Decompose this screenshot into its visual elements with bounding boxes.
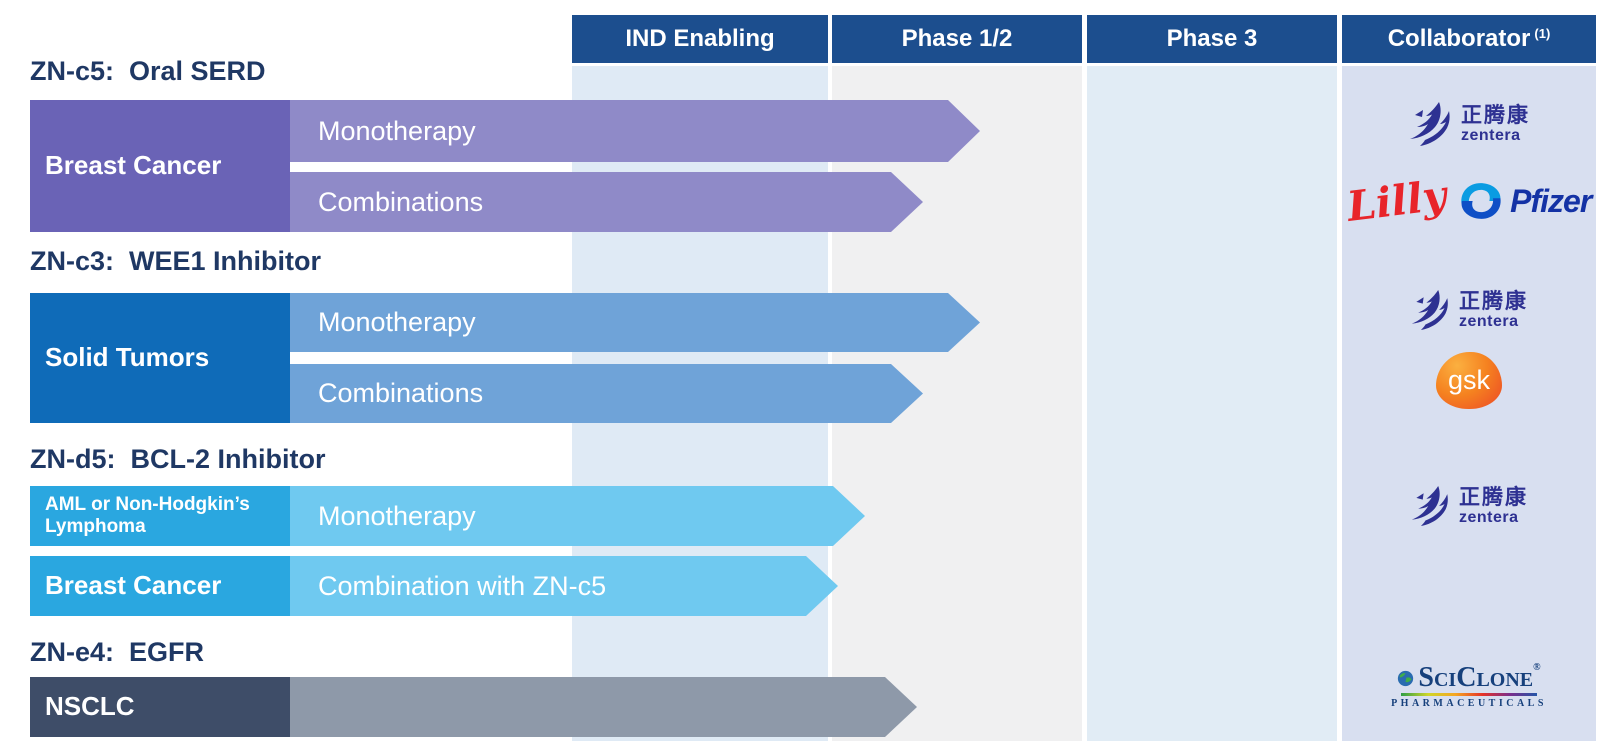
pfizer-helix-icon <box>1461 183 1501 219</box>
lilly-pfizer-logos-row: Lilly Pfizer <box>1342 168 1596 234</box>
progress-arrow-znd5-monotherapy: Monotherapy <box>290 486 865 546</box>
registered-mark: ® <box>1533 661 1541 673</box>
indication-label: Breast Cancer <box>45 150 222 181</box>
column-header-label: Phase 1/2 <box>901 25 1013 52</box>
pfizer-wordmark: Pfizer <box>1510 182 1592 219</box>
progress-arrow-znc3-monotherapy: Monotherapy <box>290 293 980 352</box>
indication-label-line1: AML or Non-Hodgkin’s <box>45 494 250 516</box>
gsk-logo-row: gsk <box>1342 350 1596 410</box>
section-title-zn-e4: ZN-e4: EGFR <box>30 637 205 667</box>
sciclone-wordmark-row: SCICLONE® <box>1397 661 1541 693</box>
progress-arrow-znc5-combinations: Combinations <box>290 172 923 232</box>
collaborator-footnote-marker: (1) <box>1534 25 1551 41</box>
indication-box-solid-tumors: Solid Tumors <box>30 293 290 423</box>
indication-box-aml-nhl: AML or Non-Hodgkin’s Lymphoma <box>30 486 290 546</box>
zentera-logo: 正腾康 zentera <box>1342 284 1596 336</box>
sciclone-wordmark: SCICLONE® <box>1418 661 1541 693</box>
zentera-dragon-icon <box>1410 102 1450 146</box>
section-title-zn-d5: ZN-d5: BCL-2 Inhibitor <box>30 444 326 474</box>
column-header-ind-enabling: IND Enabling <box>572 15 828 63</box>
indication-label: Breast Cancer <box>45 570 222 601</box>
indication-label-line2: Lymphoma <box>45 516 146 537</box>
indication-label: Solid Tumors <box>45 342 210 373</box>
phase-3-column-band <box>1087 66 1337 741</box>
zentera-dragon-icon <box>1411 290 1448 330</box>
arrow-label: Monotherapy <box>318 115 476 146</box>
column-header-label: Phase 3 <box>1166 25 1258 52</box>
arrow-label: Combinations <box>318 186 484 217</box>
globe-icon <box>1398 670 1414 686</box>
zentera-english-name: zentera <box>1459 508 1519 526</box>
arrow-label: Combinations <box>318 378 484 408</box>
zentera-wordmark: 正腾康 zentera <box>1459 291 1528 330</box>
sciclone-rainbow-underline <box>1401 693 1537 696</box>
column-header-label: IND Enabling <box>625 25 775 52</box>
lilly-logo: Lilly <box>1344 171 1449 231</box>
progress-arrow-znc5-monotherapy: Monotherapy <box>290 100 980 162</box>
section-title-zn-c3: ZN-c3: WEE1 Inhibitor <box>30 246 322 276</box>
zentera-wordmark: 正腾康 zentera <box>1461 105 1530 144</box>
gsk-logo: gsk <box>1436 351 1502 409</box>
section-title-zn-c5: ZN-c5: Oral SERD <box>30 56 266 86</box>
zentera-wordmark: 正腾康 zentera <box>1459 487 1528 526</box>
zentera-english-name: zentera <box>1459 312 1519 330</box>
arrow-label: Monotherapy <box>318 307 476 337</box>
sciclone-logo: SCICLONE® PHARMACEUTICALS <box>1342 661 1596 720</box>
zentera-chinese-name: 正腾康 <box>1459 485 1528 509</box>
indication-box-breast-cancer: Breast Cancer <box>30 100 290 232</box>
zentera-dragon-icon <box>1411 486 1448 526</box>
column-header-phase-3: Phase 3 <box>1087 15 1337 63</box>
column-header-label: Collaborator <box>1387 25 1531 52</box>
zentera-logo: 正腾康 zentera <box>1342 96 1596 152</box>
gsk-wordmark: gsk <box>1447 364 1491 395</box>
indication-box-breast-cancer-2: Breast Cancer <box>30 556 290 616</box>
arrow-label: Combination with ZN-c5 <box>318 570 607 601</box>
zentera-chinese-name: 正腾康 <box>1461 103 1530 127</box>
column-header-collaborator: Collaborator (1) <box>1342 15 1596 63</box>
column-header-phase-1-2: Phase 1/2 <box>832 15 1082 63</box>
indication-box-nsclc: NSCLC <box>30 677 290 737</box>
progress-arrow-znc3-combinations: Combinations <box>290 364 923 423</box>
zentera-chinese-name: 正腾康 <box>1459 289 1528 313</box>
zentera-logo: 正腾康 zentera <box>1342 480 1596 532</box>
progress-arrow-znd5-combination-znc5: Combination with ZN-c5 <box>290 556 838 616</box>
sciclone-pharmaceuticals-label: PHARMACEUTICALS <box>1391 698 1547 709</box>
arrow-label: Monotherapy <box>318 500 476 531</box>
progress-arrow-zne4 <box>290 677 917 737</box>
zentera-english-name: zentera <box>1461 126 1521 144</box>
indication-label: NSCLC <box>45 691 135 722</box>
